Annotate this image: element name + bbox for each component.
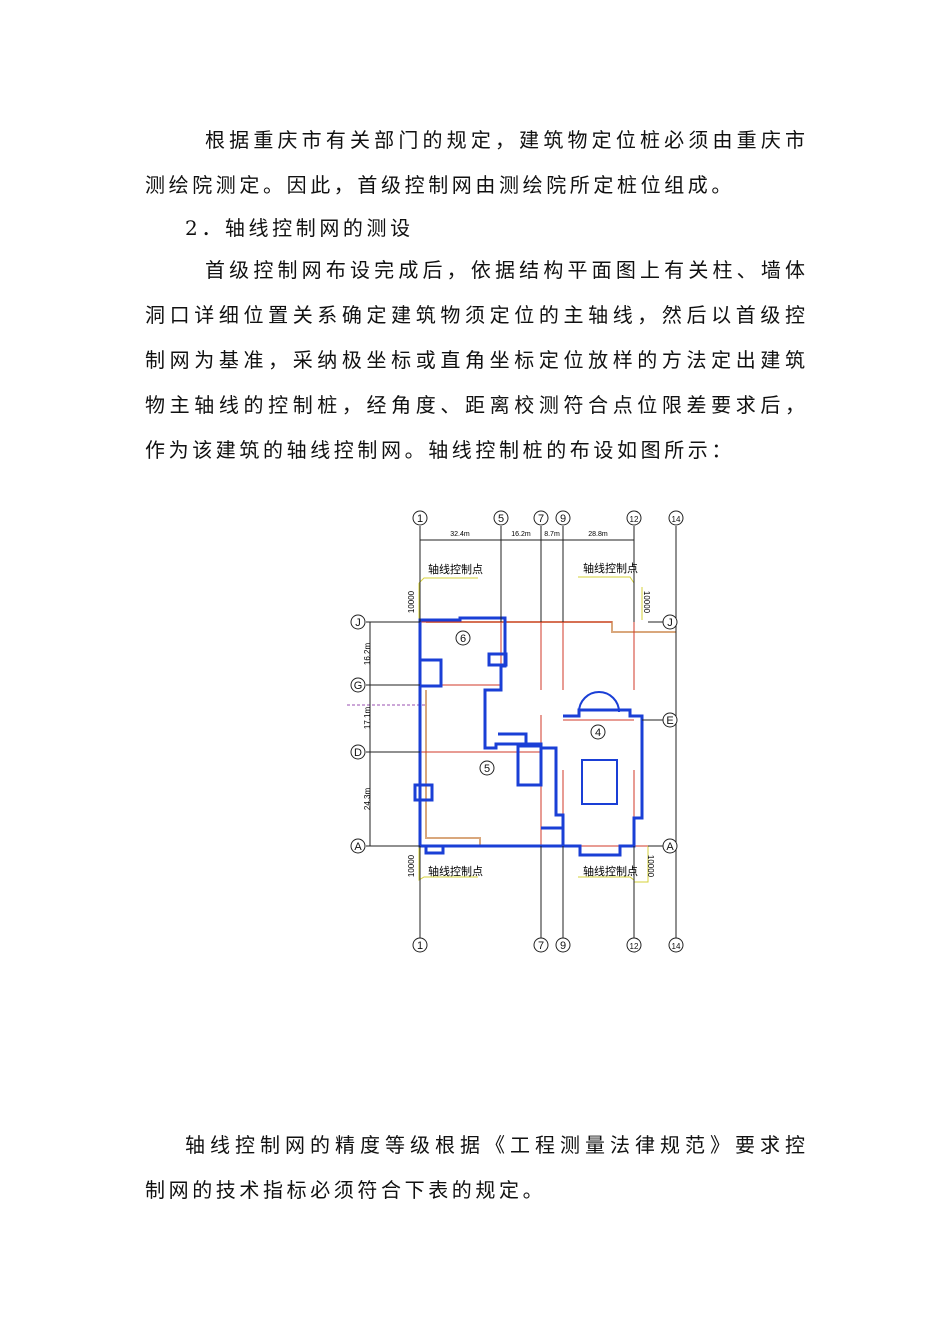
axis-label-left-circle (350, 838, 366, 854)
axis-label-top-circle (668, 510, 684, 526)
control-point-label: 轴线控制点 (583, 561, 638, 575)
building-number-circle (479, 760, 495, 776)
offset-label: 10000 (407, 854, 416, 877)
dimension-label: 8.7m (544, 531, 560, 538)
building-number-circle (590, 724, 606, 740)
axis-label-bottom: 14 (672, 942, 681, 951)
axis-label-top-circle (626, 510, 642, 526)
axis-label-left: J (355, 617, 361, 629)
text-line: 制网的技术指标必须符合下表的规定。 (145, 1178, 547, 1202)
dimension-label: 16.2m (511, 531, 531, 538)
offset-label: 10000 (642, 591, 651, 614)
axis-label-right: J (667, 617, 673, 629)
axis-label-right-circle (662, 712, 678, 728)
axis-label-bottom-circle (533, 937, 549, 953)
axis-label-left: D (354, 747, 362, 759)
text-line: 根据重庆市有关部门的规定，建筑物定位桩必须由重庆市 (205, 128, 805, 152)
axis-label-left-circle (350, 744, 366, 760)
control-point-label: 轴线控制点 (428, 864, 483, 878)
axis-label-left-circle (350, 677, 366, 693)
axis-label-top: 9 (560, 513, 566, 525)
axis-label-bottom: 9 (560, 940, 566, 952)
building-number: 5 (484, 763, 490, 775)
dimension-label: 32.4m (450, 531, 470, 538)
axis-label-top: 1 (417, 513, 423, 525)
axis-label-bottom: 1 (417, 940, 423, 952)
control-point-label: 轴线控制点 (583, 864, 638, 878)
axis-label-left-circle (350, 614, 366, 630)
building-number: 4 (595, 727, 601, 739)
text-line: 轴线控制网的精度等级根据《工程测量法律规范》要求控 (185, 1133, 805, 1157)
control-point-label: 轴线控制点 (428, 562, 483, 576)
axis-label-bottom: 12 (630, 942, 639, 951)
axis-label-top: 7 (538, 513, 544, 525)
offset-label: 10000 (407, 590, 416, 613)
axis-label-bottom-circle (668, 937, 684, 953)
axis-label-top-circle (555, 510, 571, 526)
axis-label-top: 12 (630, 515, 639, 524)
axis-label-top: 14 (672, 515, 681, 524)
axis-label-top-circle (533, 510, 549, 526)
dimension-label: 16.2m (363, 643, 372, 666)
text-line: 测绘院测定。因此，首级控制网由测绘院所定桩位组成。 (145, 173, 735, 197)
text-line: 制网为基准，采纳极坐标或直角坐标定位放样的方法定出建筑 (145, 348, 805, 372)
building-number: 6 (460, 633, 466, 645)
axis-label-bottom-circle (412, 937, 428, 953)
axis-label-right: A (666, 841, 674, 853)
section-heading: 2．轴线控制网的测设 (185, 216, 414, 240)
building-number-circle (455, 630, 471, 646)
text-line: 首级控制网布设完成后，依据结构平面图上有关柱、墙体 (205, 258, 805, 282)
axis-label-right-circle (662, 838, 678, 854)
axis-label-left: G (354, 680, 363, 692)
text-line: 物主轴线的控制桩，经角度、距离校测符合点位限差要求后， (145, 393, 805, 417)
axis-label-right-circle (662, 614, 678, 630)
axis-label-bottom-circle (555, 937, 571, 953)
dimension-label: 24.3m (363, 788, 372, 811)
offset-label: 10000 (646, 855, 655, 878)
axis-label-bottom: 7 (538, 940, 544, 952)
dimension-label: 28.8m (588, 531, 608, 538)
axis-label-top-circle (412, 510, 428, 526)
dimension-label: 17.1m (363, 707, 372, 730)
axis-label-right: E (666, 715, 673, 727)
axis-label-top-circle (493, 510, 509, 526)
text-line: 作为该建筑的轴线控制网。轴线控制桩的布设如图所示： (145, 438, 735, 462)
axis-label-top: 5 (498, 513, 504, 525)
axis-label-left: A (354, 841, 362, 853)
axis-label-bottom-circle (626, 937, 642, 953)
text-line: 洞口详细位置关系确定建筑物须定位的主轴线，然后以首级控 (145, 303, 805, 327)
